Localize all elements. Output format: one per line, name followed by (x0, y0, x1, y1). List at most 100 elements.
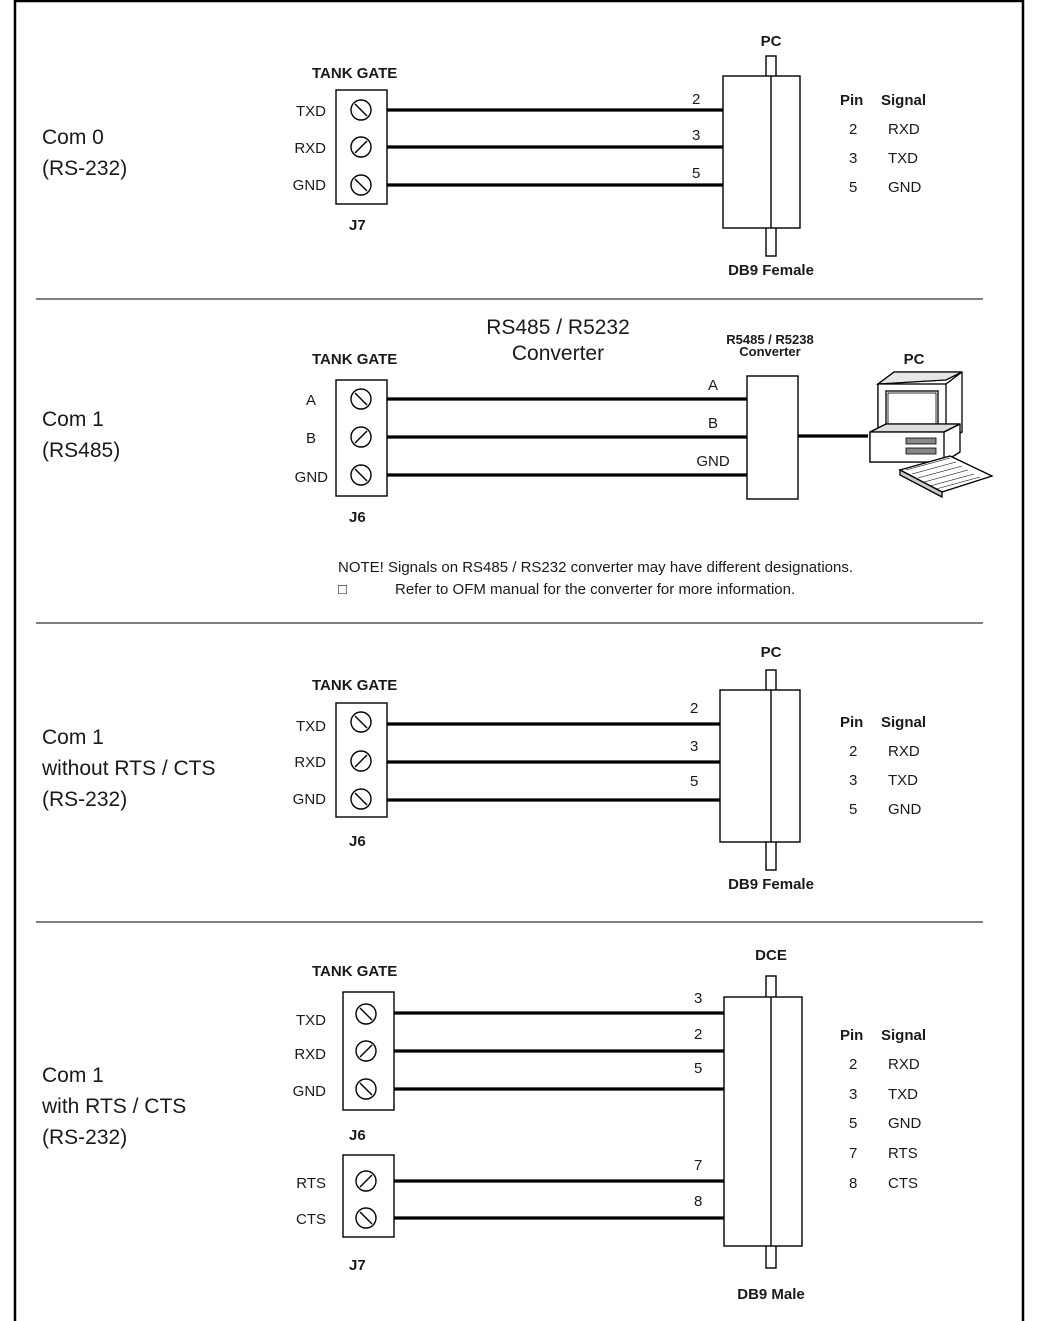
signal-label: TXD (296, 1012, 326, 1029)
connector-top-label: PC (761, 644, 782, 661)
wire-label: 8 (694, 1193, 702, 1210)
pin-signal: TXD (888, 150, 918, 167)
section-title-line: (RS485) (42, 439, 120, 462)
pin-number: 5 (849, 1115, 857, 1132)
screw-terminal-icon (355, 1078, 377, 1100)
pin-signal: RXD (888, 1056, 920, 1073)
note-line: NOTE! Signals on RS485 / RS232 converter… (338, 559, 853, 576)
pin-signal: CTS (888, 1175, 918, 1192)
screw-terminal-icon (350, 174, 372, 196)
signal-label: GND (293, 791, 327, 808)
wire-label: GND (696, 453, 730, 470)
screw-terminal-icon (355, 1040, 377, 1062)
wire-label: 5 (690, 773, 698, 790)
signal-label: CTS (296, 1211, 326, 1228)
pin-number: 3 (849, 150, 857, 167)
computer-icon (869, 371, 994, 499)
signal-label: A (306, 392, 316, 409)
terminal-label: J6 (349, 509, 366, 526)
pin-table: Pin Signal 2 RXD 3 TXD 5 GND (840, 92, 926, 196)
db9-connector-body (719, 689, 801, 843)
pc-label: PC (904, 351, 925, 368)
terminal-label: J7 (349, 1257, 366, 1274)
screw-terminal-icon (350, 99, 372, 121)
terminal-block-j6 (335, 379, 388, 497)
pin-number: 8 (849, 1175, 857, 1192)
terminal-label: J6 (349, 833, 366, 850)
wire-label: 3 (690, 738, 698, 755)
signal-label: TXD (296, 718, 326, 735)
section-title-line: Com 1 (42, 726, 104, 749)
signal-label: GND (295, 469, 329, 486)
section-title-line: (RS-232) (42, 1126, 127, 1149)
pin-number: 7 (849, 1145, 857, 1162)
pin-signal: GND (888, 1115, 922, 1132)
converter-caption: Converter (512, 342, 604, 365)
wire-label: 2 (694, 1026, 702, 1043)
screw-terminal-icon (355, 1170, 377, 1192)
screw-terminal-icon (350, 136, 372, 158)
pin-table-header: Pin (840, 92, 863, 109)
signal-label: RXD (294, 754, 326, 771)
screw-terminal-icon (350, 711, 372, 733)
terminal-title: TANK GATE (312, 677, 397, 694)
pin-number: 5 (849, 801, 857, 818)
screw-terminal-icon (350, 426, 372, 448)
pin-table-header: Signal (881, 92, 926, 109)
section-title-line: Com 1 (42, 1064, 104, 1087)
connector-bottom-label: DB9 Female (728, 876, 814, 893)
section-com1-rs485: Com 1 (RS485) RS485 / R5232 Converter TA… (42, 316, 994, 598)
wire-label: 5 (694, 1060, 702, 1077)
db9-connector-body (723, 996, 803, 1247)
pin-table-header: Pin (840, 1027, 863, 1044)
section-com1-rts-cts: Com 1 with RTS / CTS (RS-232) TANK GATE … (41, 947, 926, 1303)
terminal-block-j7 (342, 1154, 395, 1238)
pin-signal: GND (888, 179, 922, 196)
wire-label: 3 (694, 990, 702, 1007)
wire-label: A (708, 377, 718, 394)
pin-number: 2 (849, 1056, 857, 1073)
terminal-title: TANK GATE (312, 351, 397, 368)
screw-terminal-icon (355, 1003, 377, 1025)
note-line: Refer to OFM manual for the converter fo… (395, 581, 795, 598)
signal-label: GND (293, 177, 327, 194)
pin-table: Pin Signal 2 RXD 3 TXD 5 GND (840, 714, 926, 818)
pin-table: Pin Signal 2 RXD 3 TXD 5 GND 7 RTS 8 CTS (840, 1027, 926, 1192)
section-com1-no-rts-cts: Com 1 without RTS / CTS (RS-232) TANK GA… (41, 644, 926, 893)
wire-label: 2 (690, 700, 698, 717)
db9-connector-body (722, 75, 801, 229)
connector-bottom-label: DB9 Male (737, 1286, 805, 1303)
converter-caption: RS485 / R5232 (486, 316, 630, 339)
pin-table-header: Pin (840, 714, 863, 731)
wire-label: 5 (692, 165, 700, 182)
wire-label: B (708, 415, 718, 432)
terminal-label: J7 (349, 217, 366, 234)
pin-signal: RXD (888, 121, 920, 138)
pin-table-header: Signal (881, 1027, 926, 1044)
screw-terminal-icon (350, 750, 372, 772)
pin-signal: GND (888, 801, 922, 818)
section-title-line: (RS-232) (42, 788, 127, 811)
pin-signal: RXD (888, 743, 920, 760)
rs485-converter-box (746, 375, 799, 500)
connector-top-label: DCE (755, 947, 787, 964)
wire-label: 7 (694, 1157, 702, 1174)
section-title-line: Com 1 (42, 408, 104, 431)
signal-label: RXD (294, 140, 326, 157)
signal-label: RTS (296, 1175, 326, 1192)
pin-signal: TXD (888, 772, 918, 789)
section-com0: Com 0 (RS-232) TANK GATE TXD RXD GND J7 … (42, 33, 926, 279)
pin-signal: TXD (888, 1086, 918, 1103)
screw-terminal-icon (350, 388, 372, 410)
pin-number: 3 (849, 1086, 857, 1103)
section-title-line: with RTS / CTS (41, 1095, 186, 1118)
terminal-title: TANK GATE (312, 963, 397, 980)
section-title-line: without RTS / CTS (41, 757, 216, 780)
signal-label: TXD (296, 103, 326, 120)
section-title-line: Com 0 (42, 126, 104, 149)
converter-box-label: R5485 / R5238 (726, 332, 813, 347)
terminal-title: TANK GATE (312, 65, 397, 82)
screw-terminal-icon (350, 788, 372, 810)
wire-label: 2 (692, 91, 700, 108)
